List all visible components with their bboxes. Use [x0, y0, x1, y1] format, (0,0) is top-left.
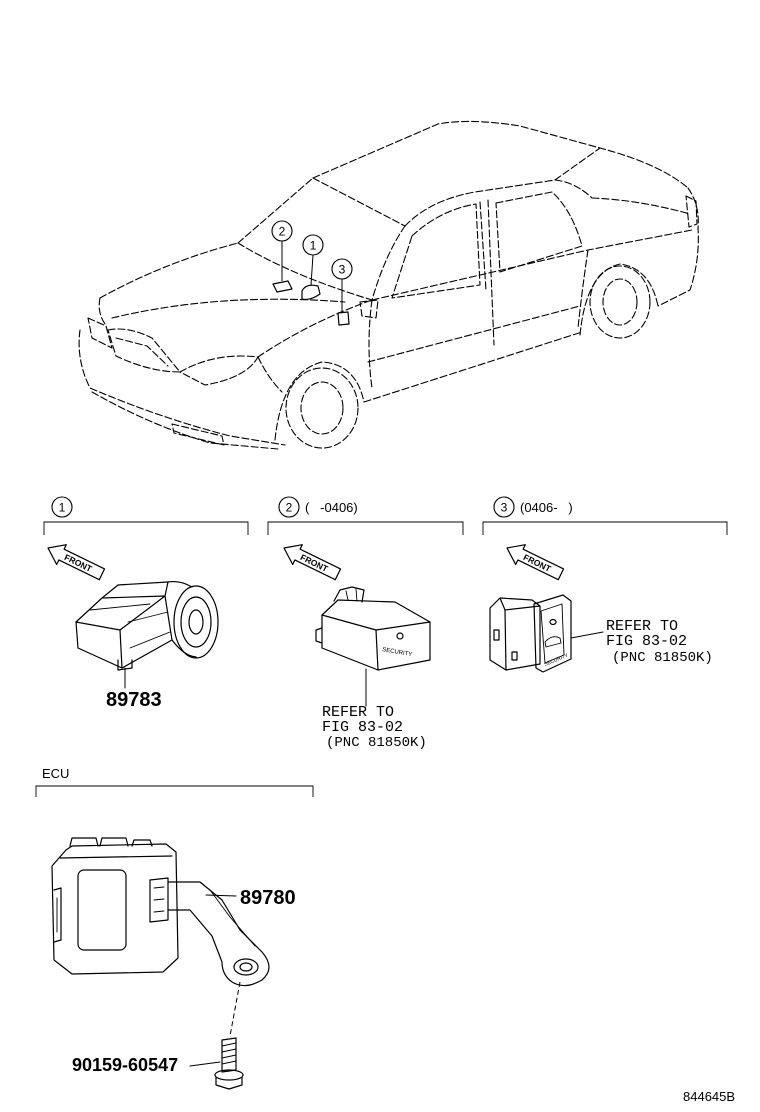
car-side-crease: [367, 305, 581, 363]
section-2-front-label: FRONT: [299, 552, 330, 574]
car-part-marker-1: [301, 284, 321, 301]
section-2: 2 ( -0406) FRONT SECURITY REFER TO FIG 8…: [267, 496, 464, 751]
car-rear-tire: [589, 265, 651, 339]
car-windshield-base: [237, 242, 373, 301]
car-roof-far-edge: [312, 120, 689, 189]
section-1-front-label: FRONT: [63, 552, 94, 574]
car-callout-2-label: 2: [279, 225, 286, 239]
car-hood-far-edge: [99, 242, 239, 299]
section-3-refer-line-2: FIG 83-02: [606, 633, 687, 650]
section-3: 3 (0406- ) FRONT SECURITY REFER TO FIG 8…: [482, 496, 728, 673]
section-1-part-number: 89783: [106, 689, 162, 711]
car-hood-front-edge: [98, 297, 106, 325]
section-3-index: 3: [501, 501, 508, 515]
car-front-fender: [257, 356, 283, 393]
ecu-bracket-drawing: [167, 881, 270, 987]
section-2-refer-line-1: REFER TO: [322, 704, 394, 721]
ecu-drawing: [51, 837, 179, 975]
car-front-hub: [300, 381, 344, 435]
car-far-a-pillar: [237, 177, 314, 244]
section-3-refer-line-3: (PNC 81850K): [612, 650, 713, 666]
car-grille: [107, 328, 181, 373]
section-2-range: ( -0406): [305, 500, 358, 515]
section-1-header-line: [43, 521, 249, 535]
bolt-drawing: [189, 1037, 244, 1090]
section-2-header-line: [267, 521, 464, 535]
section-3-front-arrow: FRONT: [506, 544, 565, 581]
car-rear-light: [685, 195, 698, 228]
car-rear-door-window: [495, 191, 583, 273]
car-trunk-near-edge: [591, 197, 691, 215]
car-b-pillar: [479, 199, 495, 346]
section-3-header-line: [482, 521, 728, 535]
car-side-mirror: [359, 299, 379, 319]
car-callout-3-label: 3: [339, 263, 346, 277]
section-3-refer-line-1: REFER TO: [606, 618, 678, 635]
car-roof-near-edge: [404, 179, 593, 227]
car-part-marker-3: [337, 311, 350, 326]
section-2-refer-line-2: FIG 83-02: [322, 719, 403, 736]
security-indicator-new-drawing: [489, 594, 604, 673]
car-callout-3: 3: [331, 258, 353, 326]
section-1-index: 1: [59, 501, 66, 515]
car-callout-1: 1: [301, 234, 324, 301]
section-3-range: (0406- ): [520, 500, 573, 515]
figure-id: 844645B: [683, 1089, 735, 1104]
bolt-alignment-line: [229, 981, 241, 1037]
security-indicator-old-drawing: [315, 586, 431, 707]
section-2-part-label: SECURITY: [382, 647, 413, 658]
car-part-marker-2: [272, 280, 293, 293]
car-rear-end: [657, 187, 699, 307]
car-front-wheel-arch: [274, 361, 365, 441]
ecu-part-number: 89780: [240, 887, 296, 909]
car-fog-lamp: [171, 423, 225, 446]
car-rear-hub: [602, 278, 638, 326]
section-2-refer-line-3: (PNC 81850K): [326, 735, 427, 751]
ecu-title: ECU: [42, 766, 69, 781]
car-callout-2: 2: [271, 220, 293, 293]
car-front-fender-top: [257, 299, 373, 358]
car-side-sill: [363, 331, 583, 403]
car-rear-window: [554, 147, 601, 181]
car-rear-wheel-arch: [579, 263, 659, 336]
section-2-front-arrow: FRONT: [283, 544, 342, 581]
ecu-section: ECU 89780: [35, 766, 314, 1090]
car-front-bumper: [78, 329, 286, 446]
part-89783-drawing: [75, 580, 219, 689]
section-1: 1 FRONT 89783: [43, 496, 249, 711]
car-grille-inner: [115, 337, 169, 367]
car-callouts: 2 1 3: [271, 220, 353, 326]
car-rear-door-edge: [577, 249, 589, 329]
section-1-front-arrow: FRONT: [47, 544, 106, 581]
car-far-headlight: [87, 317, 113, 349]
section-2-index: 2: [286, 501, 293, 515]
car-front-bumper-lower: [91, 391, 279, 450]
car-roof-front-edge: [312, 177, 406, 227]
car-front-tire: [285, 367, 359, 449]
car-illustration: [78, 120, 699, 450]
car-callout-1-label: 1: [310, 239, 317, 253]
car-belt-line: [371, 229, 693, 301]
car-front-door-window: [391, 203, 481, 299]
bolt-part-number: 90159-60547: [72, 1055, 178, 1075]
car-near-a-pillar: [371, 225, 406, 301]
car-near-headlight: [179, 355, 259, 386]
car-hood-crease: [111, 298, 346, 319]
car-front-door-edge: [368, 299, 373, 389]
ecu-header-line: [35, 785, 314, 797]
section-3-front-label: FRONT: [522, 552, 553, 574]
